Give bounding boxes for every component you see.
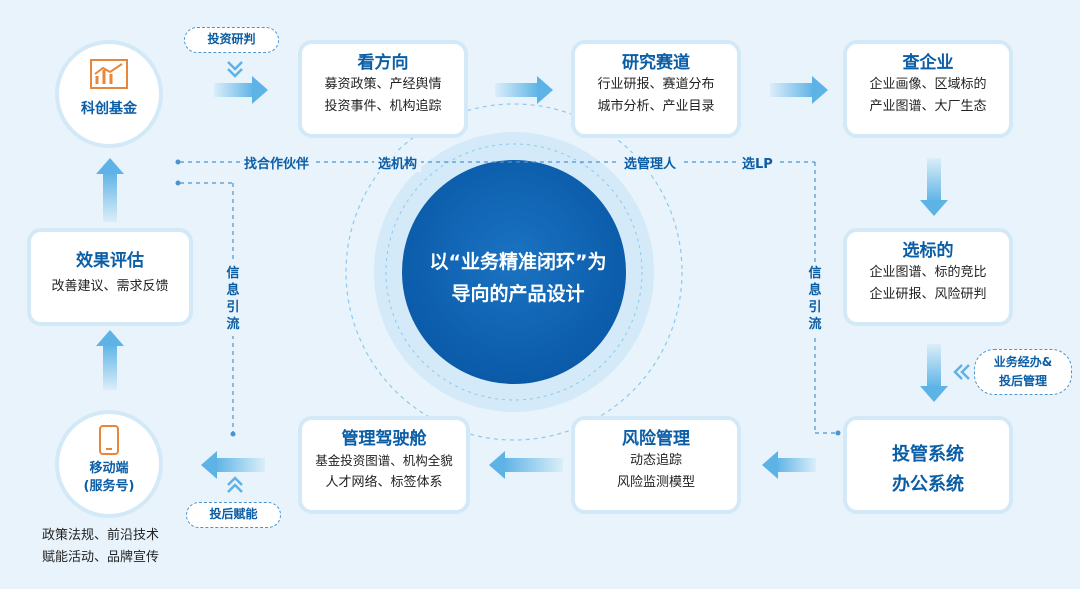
target-title: 选标的: [902, 241, 954, 261]
target-node[interactable]: 选标的 企业图谱、标的竞比 企业研报、风险研判: [843, 228, 1013, 326]
ops-pill: 业务经办& 投后管理: [974, 349, 1072, 395]
arrow-kechuang-direction: [214, 76, 268, 104]
chart-icon: [90, 59, 128, 89]
track-line1: 行业研报、赛道分布: [597, 77, 715, 92]
track-title: 研究赛道: [622, 53, 690, 73]
direction-line2: 投资事件、机构追踪: [324, 99, 442, 114]
mobile-label-line1: 移动端: [89, 461, 129, 476]
arrow-mobile-eval: [96, 330, 124, 390]
cockpit-line2: 人才网络、标签体系: [325, 475, 443, 490]
risk-line1: 动态追踪: [629, 453, 682, 468]
system-line2: 办公系统: [892, 474, 964, 495]
arrow-company-target: [920, 158, 948, 216]
mobile-node[interactable]: 移动端 (服务号): [55, 410, 163, 518]
kechuang-fund-node[interactable]: 科创基金: [55, 40, 163, 148]
track-node[interactable]: 研究赛道 行业研报、赛道分布 城市分析、产业目录: [571, 40, 741, 138]
arrow-cockpit-mobile: [201, 451, 265, 479]
track-line2: 城市分析、产业目录: [597, 99, 715, 114]
cockpit-line1: 基金投资图谱、机构全貌: [315, 453, 453, 468]
manager-label: 选管理人: [620, 153, 681, 172]
flow-label-left: 信 息 引 流: [225, 262, 241, 336]
institution-label: 选机构: [374, 153, 422, 172]
risk-title: 风险管理: [622, 429, 690, 449]
arrow-risk-cockpit: [489, 451, 563, 479]
direction-line1: 募资政策、产经舆情: [324, 77, 442, 92]
company-line1: 企业画像、区域标的: [869, 77, 987, 92]
arrow-target-system: [920, 344, 948, 402]
arrow-system-risk: [762, 451, 816, 479]
center-title-line1: 以“业务精准闭环”为: [429, 251, 607, 273]
eval-line1: 改善建议、需求反馈: [51, 279, 169, 294]
mobile-notes-line2: 赋能活动、品牌宣传: [42, 550, 160, 565]
research-pill-label: 投资研判: [207, 32, 256, 46]
center-circle: [402, 160, 626, 384]
target-line1: 企业图谱、标的竞比: [869, 265, 987, 280]
post-invest-chevron: [227, 483, 243, 493]
mobile-notes-line1: 政策法规、前沿技术: [42, 528, 160, 543]
system-node[interactable]: 投管系统 办公系统: [843, 416, 1013, 514]
eval-node[interactable]: 效果评估 改善建议、需求反馈: [27, 228, 193, 326]
center-title: 以“业务精准闭环”为 导向的产品设计: [418, 246, 618, 310]
ops-pill-line1: 业务经办&: [993, 355, 1053, 369]
research-chevron: [227, 61, 243, 71]
post-invest-pill: 投后赋能: [186, 502, 281, 528]
ops-chevron: [953, 364, 963, 380]
company-node[interactable]: 查企业 企业画像、区域标的 产业图谱、大厂生态: [843, 40, 1013, 138]
arrow-eval-kechuang: [96, 158, 124, 222]
mobile-label-line2: (服务号): [83, 479, 135, 494]
risk-line2: 风险监测模型: [616, 475, 695, 490]
arrow-track-company: [770, 76, 828, 104]
direction-node[interactable]: 看方向 募资政策、产经舆情 投资事件、机构追踪: [298, 40, 468, 138]
center-title-line2: 导向的产品设计: [451, 283, 585, 305]
partner-label: 找合作伙伴: [240, 153, 314, 172]
target-line2: 企业研报、风险研判: [869, 287, 987, 302]
lp-label: 选LP: [738, 153, 777, 172]
kechuang-fund-label: 科创基金: [81, 101, 137, 117]
direction-title: 看方向: [357, 53, 409, 73]
system-line1: 投管系统: [892, 444, 964, 465]
flow-label-right: 信 息 引 流: [807, 262, 823, 336]
phone-icon: [99, 425, 119, 455]
cockpit-node[interactable]: 管理驾驶舱 基金投资图谱、机构全貌 人才网络、标签体系: [298, 416, 470, 514]
eval-title: 效果评估: [76, 251, 144, 271]
post-invest-pill-label: 投后赋能: [209, 507, 258, 521]
arrow-direction-track: [495, 76, 553, 104]
inner-dashed-circle: [385, 143, 643, 401]
ops-pill-line2: 投后管理: [998, 374, 1047, 388]
risk-node[interactable]: 风险管理 动态追踪 风险监测模型: [571, 416, 741, 514]
company-title: 查企业: [902, 53, 954, 73]
outer-dashed-circle: [345, 103, 683, 441]
company-line2: 产业图谱、大厂生态: [869, 99, 987, 114]
cockpit-title: 管理驾驶舱: [341, 429, 427, 449]
research-pill: 投资研判: [184, 27, 279, 53]
